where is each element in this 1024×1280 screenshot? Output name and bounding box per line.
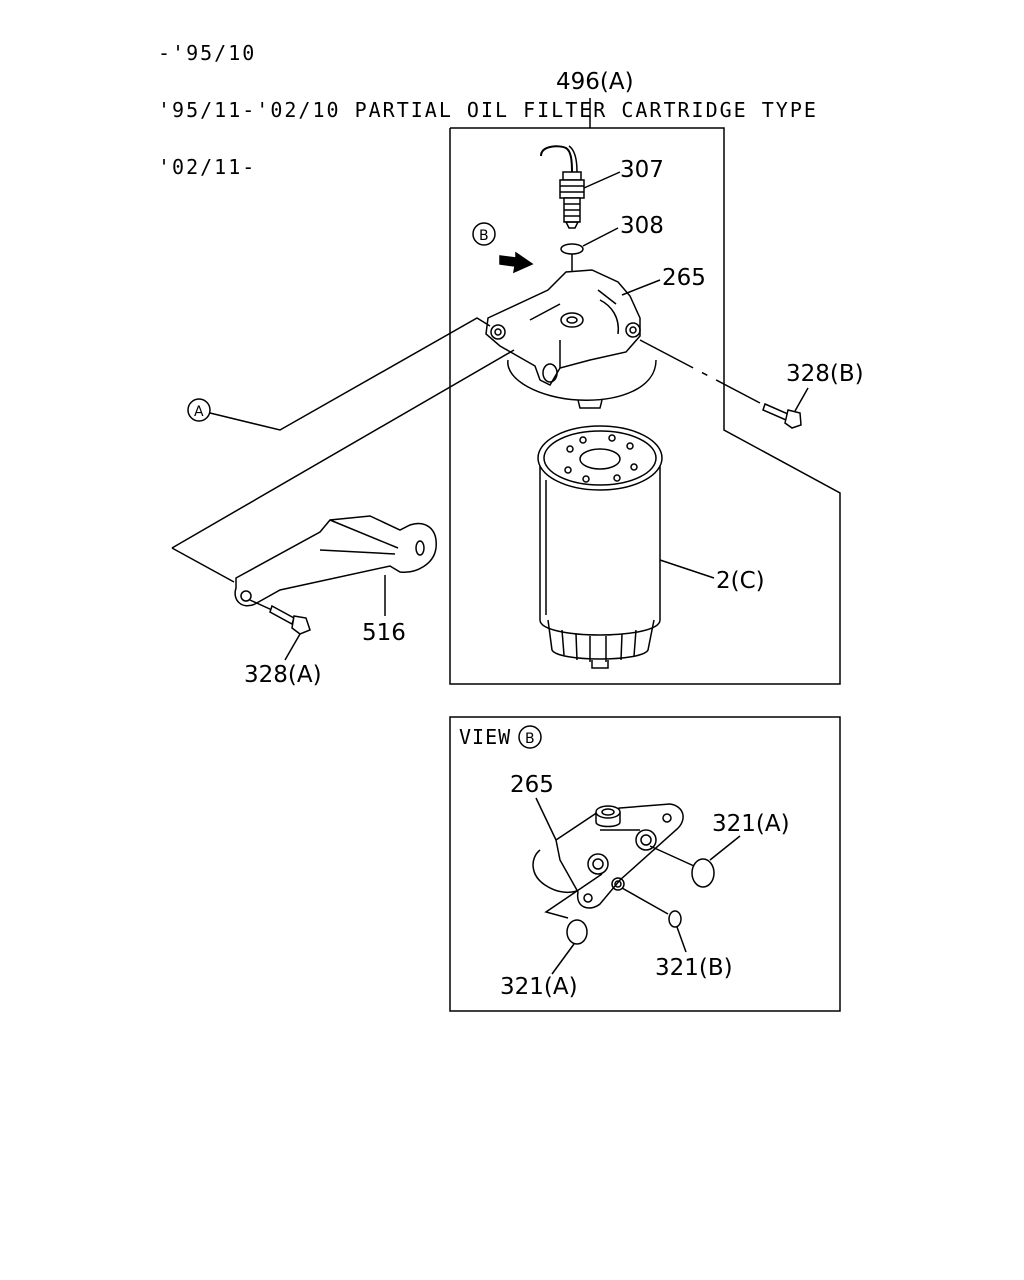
callout-b-circle (472, 222, 496, 246)
diagram-header: -'95/10 '95/11-'02/10 PARTIAL OIL FILTER… (158, 6, 818, 196)
label-516: 516 (362, 620, 406, 646)
callout-a-letter: A (194, 404, 204, 420)
oil-filter-cartridge-icon[interactable] (537, 425, 663, 669)
view-b-label-265: 265 (510, 772, 554, 798)
view-b-frame (449, 716, 841, 1012)
filter-head-icon[interactable] (485, 269, 657, 409)
view-b-callout-circle (518, 725, 542, 749)
view-b-filter-head-icon[interactable] (532, 803, 684, 909)
label-328a: 328(A) (244, 662, 322, 688)
bolt-328a-icon[interactable] (269, 604, 311, 635)
o-ring-321a-top-icon[interactable] (691, 858, 715, 888)
oil-pressure-sensor-icon[interactable] (540, 145, 585, 229)
view-b-callout-letter: B (525, 731, 535, 747)
header-line-3: '02/11- (158, 155, 257, 179)
o-ring-321b-icon[interactable] (668, 910, 682, 928)
header-line-2: '95/11-'02/10 PARTIAL OIL FILTER CARTRID… (158, 98, 818, 122)
callout-b-letter: B (479, 228, 489, 244)
bracket-516-icon[interactable] (234, 515, 437, 607)
label-328b: 328(B) (786, 361, 864, 387)
label-308: 308 (620, 213, 664, 239)
view-b-label-321a-top: 321(A) (712, 811, 790, 837)
assembly-label: 496(A) (556, 69, 634, 95)
o-ring-308-icon[interactable] (560, 243, 584, 255)
o-ring-321a-bottom-icon[interactable] (566, 919, 588, 945)
callout-a-circle (187, 398, 211, 422)
view-b-label-321b: 321(B) (655, 955, 733, 981)
header-line-1: -'95/10 (158, 41, 257, 65)
view-direction-arrow-icon (499, 251, 534, 274)
view-b-label-321a-bottom: 321(A) (500, 974, 578, 1000)
label-2c: 2(C) (716, 568, 765, 594)
label-307: 307 (620, 157, 664, 183)
bolt-328b-icon[interactable] (762, 402, 802, 429)
view-b-title: VIEW (459, 725, 511, 749)
assembly-frame (449, 98, 841, 685)
label-265: 265 (662, 265, 706, 291)
